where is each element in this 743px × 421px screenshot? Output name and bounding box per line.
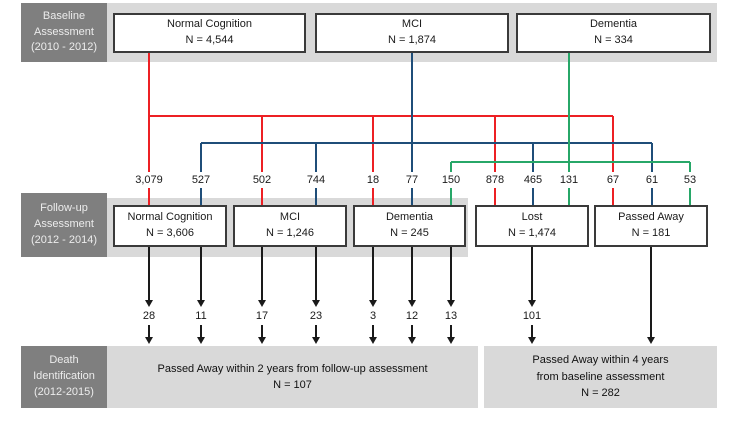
- death-count-lost: 101: [522, 310, 542, 322]
- death-count-dementia-2: 12: [405, 310, 419, 322]
- flow-count-nc-to-nc: 3,079: [135, 174, 163, 186]
- stage-death-identification: Death Identification (2012-2015): [21, 346, 107, 408]
- followup-box-passed-away: Passed Away N = 181: [594, 205, 708, 247]
- stage-baseline-assessment: Baseline Assessment (2010 - 2012): [21, 3, 107, 62]
- box-title: Dementia: [385, 211, 434, 224]
- box-title: Dementia: [589, 18, 638, 31]
- box-title: Lost: [521, 211, 543, 224]
- box-count: N = 1,246: [265, 227, 314, 239]
- baseline-box-mci: MCI N = 1,874: [315, 13, 509, 53]
- flow-count-dementia-to-lost: 131: [559, 174, 579, 186]
- box-count: N = 4,544: [185, 34, 234, 46]
- dementia-outflow-lines: [450, 53, 691, 206]
- followup-box-lost: Lost N = 1,474: [475, 205, 589, 247]
- death-count-nc-2: 11: [195, 310, 207, 322]
- death-band-baseline: Passed Away within 4 years from baseline…: [484, 346, 717, 408]
- box-title: Passed Away: [618, 211, 684, 224]
- flow-count-mci-to-lost: 465: [523, 174, 543, 186]
- box-count: N = 181: [631, 227, 671, 239]
- flow-count-dementia-to-passed-away: 53: [683, 174, 697, 186]
- death-count-dementia-3: 13: [444, 310, 458, 322]
- stage-followup-assessment: Follow-up Assessment (2012 - 2014): [21, 193, 107, 257]
- box-count: N = 3,606: [145, 227, 194, 239]
- flow-count-mci-to-dementia: 77: [405, 174, 419, 186]
- flow-count-nc-to-lost: 878: [485, 174, 505, 186]
- box-count: N = 1,474: [507, 227, 556, 239]
- box-count: N = 334: [594, 34, 633, 46]
- baseline-box-dementia: Dementia N = 334: [516, 13, 711, 53]
- flow-count-mci-to-nc: 527: [191, 174, 211, 186]
- flow-count-nc-to-dementia: 18: [366, 174, 380, 186]
- baseline-box-normal-cognition: Normal Cognition N = 4,544: [113, 13, 306, 53]
- box-title: Normal Cognition: [127, 211, 213, 224]
- box-title: MCI: [401, 18, 423, 31]
- box-count: N = 1,874: [387, 34, 436, 46]
- flow-count-nc-to-mci: 502: [252, 174, 272, 186]
- mci-outflow-lines: [200, 53, 653, 206]
- death-band-followup: Passed Away within 2 years from follow-u…: [107, 346, 478, 408]
- flow-count-dementia-to-dementia: 150: [441, 174, 461, 186]
- death-count-nc-1: 28: [142, 310, 156, 322]
- followup-box-normal-cognition: Normal Cognition N = 3,606: [113, 205, 227, 247]
- death-count-mci-1: 17: [255, 310, 269, 322]
- flow-count-mci-to-passed-away: 61: [645, 174, 659, 186]
- box-title: MCI: [279, 211, 301, 224]
- death-flow-lines: [148, 247, 652, 337]
- flow-count-mci-to-mci: 744: [306, 174, 326, 186]
- death-count-mci-2: 23: [309, 310, 323, 322]
- flow-count-nc-to-passed-away: 67: [606, 174, 620, 186]
- box-title: Normal Cognition: [167, 18, 252, 31]
- followup-box-mci: MCI N = 1,246: [233, 205, 347, 247]
- death-count-dementia-1: 3: [369, 310, 377, 322]
- followup-box-dementia: Dementia N = 245: [353, 205, 466, 247]
- box-count: N = 245: [390, 227, 429, 239]
